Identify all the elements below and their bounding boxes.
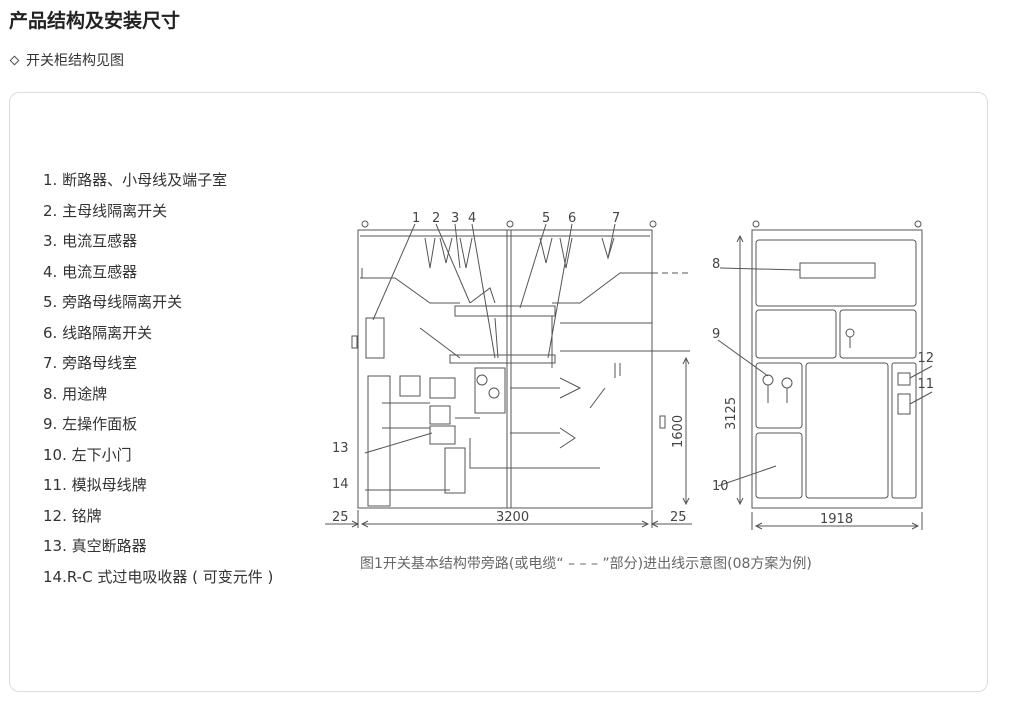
legend-item: 4. 电流互感器 — [43, 262, 138, 281]
switchgear-structure-diagram: 1 2 3 4 5 6 7 8 9 10 11 12 13 14 25 3200… — [325, 211, 934, 530]
dimension-label: 3200 — [496, 510, 529, 525]
callout-label: 7 — [612, 211, 620, 226]
dimension-label: 3125 — [724, 397, 739, 430]
callout-label: 5 — [542, 211, 550, 226]
legend-item: 9. 左操作面板 — [43, 415, 138, 433]
legend-item: 12. 铭牌 — [43, 506, 102, 525]
component-legend: 1. 断路器、小母线及端子室 2. 主母线隔离开关 3. 电流互感器 4. 电流… — [43, 170, 273, 597]
legend-item: 14.R-C 式过电吸收器 ( 可变元件 ) — [43, 567, 274, 586]
callout-label: 8 — [712, 257, 720, 272]
legend-item: 3. 电流互感器 — [43, 232, 138, 250]
legend-item: 11. 模拟母线牌 — [43, 476, 147, 494]
cabinet-side-frame — [751, 229, 923, 509]
legend-item: 5. 旁路母线隔离开关 — [43, 293, 183, 311]
legend-item: 1. 断路器、小母线及端子室 — [43, 171, 228, 189]
callout-label: 3 — [451, 211, 459, 226]
callout-label: 10 — [712, 479, 729, 494]
legend-item: 8. 用途牌 — [43, 384, 108, 403]
callout-label: 12 — [917, 351, 934, 366]
subtitle: 开关柜结构见图 — [9, 50, 124, 70]
callout-label: 11 — [917, 377, 934, 392]
diamond-bullet-icon — [9, 55, 20, 65]
callout-label: 1 — [412, 211, 420, 226]
legend-item: 6. 线路隔离开关 — [43, 323, 153, 342]
callout-label: 13 — [332, 441, 349, 456]
figure-caption: 图1开关基本结构带旁路(或电缆“ – – – ”部分)进出线示意图(08方案为例… — [360, 556, 812, 572]
dimension-label: 1918 — [820, 512, 853, 527]
page-title: 产品结构及安装尺寸 — [9, 10, 181, 32]
legend-item: 7. 旁路母线室 — [43, 354, 138, 372]
cabinet-front-frame — [357, 229, 653, 509]
subtitle-text: 开关柜结构见图 — [26, 53, 124, 69]
dimension-label: 25 — [332, 510, 349, 525]
content-card — [9, 92, 988, 692]
legend-item: 10. 左下小门 — [43, 445, 132, 464]
callout-label: 2 — [432, 211, 440, 226]
dimension-label: 1600 — [671, 415, 686, 448]
callout-label: 6 — [568, 211, 576, 226]
callout-label: 14 — [332, 477, 349, 492]
dimension-label: 25 — [670, 510, 687, 525]
callout-label: 9 — [712, 327, 720, 342]
callout-label: 4 — [468, 211, 476, 226]
legend-item: 13. 真空断路器 — [43, 537, 147, 555]
legend-item: 2. 主母线隔离开关 — [43, 201, 168, 220]
